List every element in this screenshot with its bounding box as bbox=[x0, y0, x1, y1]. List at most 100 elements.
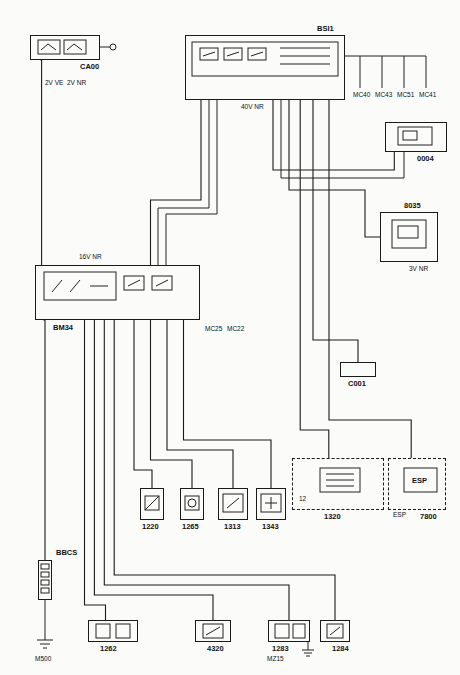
wire-label: MC40 bbox=[352, 92, 371, 99]
component-box: CA00 bbox=[30, 35, 100, 60]
wiring-stroke bbox=[37, 600, 53, 648]
wiring-stroke bbox=[265, 497, 277, 509]
wire bbox=[167, 320, 233, 488]
component-box: 1283 bbox=[268, 620, 310, 642]
wire bbox=[300, 100, 329, 458]
component-code: 1220 bbox=[141, 523, 160, 531]
wire bbox=[85, 320, 106, 620]
component-code: BBCS bbox=[55, 549, 78, 557]
wiring-stroke bbox=[227, 498, 239, 508]
component-box: 4320 bbox=[195, 620, 231, 642]
wiring-stroke bbox=[398, 127, 432, 145]
component-code: 4320 bbox=[206, 645, 225, 653]
wiring-stroke bbox=[41, 580, 49, 585]
wiring-stroke bbox=[96, 624, 110, 638]
component-code: BSI1 bbox=[316, 25, 335, 33]
wiring-stroke bbox=[275, 624, 289, 638]
wiring-stroke bbox=[392, 220, 426, 248]
wire-label: 16V NR bbox=[78, 254, 103, 261]
wiring-stroke bbox=[345, 56, 426, 88]
component-code: 1283 bbox=[271, 645, 290, 653]
wiring-stroke bbox=[404, 468, 437, 492]
component-code: 1313 bbox=[223, 523, 242, 531]
component-symbol bbox=[37, 40, 437, 656]
component-box: 0004 bbox=[385, 122, 447, 152]
component-code: ESP bbox=[411, 477, 428, 485]
component-box: 1284 bbox=[320, 620, 350, 642]
component-box: BM34 bbox=[35, 265, 200, 320]
wiring-stroke bbox=[293, 624, 305, 638]
wire-label: MC22 bbox=[226, 326, 245, 333]
wire bbox=[289, 100, 380, 237]
wiring-stroke bbox=[41, 564, 49, 569]
wiring-stroke bbox=[302, 642, 314, 656]
wiring-stroke bbox=[203, 624, 223, 638]
component-code: BM34 bbox=[52, 324, 74, 332]
component-box: 8035 bbox=[380, 212, 438, 262]
wiring-stroke bbox=[41, 588, 49, 593]
component-code: 7800 bbox=[419, 513, 438, 521]
component-box: 1265 bbox=[180, 488, 204, 520]
wire-label: MC43 bbox=[374, 92, 393, 99]
wire-label: MZ15 bbox=[266, 656, 285, 663]
wiring-stroke bbox=[100, 47, 110, 48]
component-box: C001 bbox=[340, 362, 376, 377]
component-box: 1343 bbox=[256, 488, 286, 520]
wiring-stroke bbox=[261, 494, 281, 512]
wiring-stroke bbox=[206, 627, 220, 635]
wiring-stroke bbox=[185, 496, 199, 510]
wire-label: 3V NR bbox=[408, 266, 429, 273]
wire bbox=[114, 320, 335, 620]
wire bbox=[151, 100, 202, 265]
wiring-stroke bbox=[403, 131, 417, 140]
component-box: 1262 bbox=[88, 620, 138, 642]
wiring-stroke bbox=[128, 280, 168, 286]
component-code: 0004 bbox=[416, 155, 435, 163]
wire bbox=[151, 320, 193, 488]
wiring-stroke bbox=[110, 44, 116, 50]
component-box: 1313 bbox=[218, 488, 248, 520]
wiring-stroke bbox=[326, 474, 354, 486]
wire-label: 2V NR bbox=[66, 80, 87, 87]
wiring-stroke bbox=[330, 627, 340, 635]
component-code: 1262 bbox=[99, 645, 118, 653]
component-code: 1343 bbox=[261, 523, 280, 531]
wiring-stroke bbox=[188, 499, 196, 507]
wire bbox=[134, 320, 152, 488]
wiring-stroke bbox=[145, 496, 159, 510]
wiring-stroke bbox=[327, 624, 343, 638]
wiring-stroke bbox=[116, 624, 130, 638]
wiring-stroke bbox=[38, 40, 60, 54]
wiring-stroke bbox=[398, 226, 418, 238]
wiring-stroke bbox=[145, 496, 159, 510]
wiring-stroke bbox=[203, 52, 263, 56]
wire bbox=[184, 320, 272, 488]
wiring-stroke bbox=[52, 280, 108, 292]
wire-label: MC41 bbox=[418, 92, 437, 99]
component-code: C001 bbox=[347, 380, 367, 388]
component-code: 1284 bbox=[331, 645, 350, 653]
wire-label: MC51 bbox=[396, 92, 415, 99]
wire bbox=[313, 100, 358, 362]
wire-label: MC25 bbox=[204, 326, 223, 333]
component-box: 7800ESP bbox=[388, 458, 446, 510]
wire-label: 40V NR bbox=[240, 104, 265, 111]
wiring-stroke bbox=[192, 42, 338, 76]
component-code: 1265 bbox=[181, 523, 200, 531]
wiring-stroke bbox=[166, 100, 217, 265]
wiring-stroke bbox=[41, 572, 49, 577]
wiring-stroke bbox=[223, 494, 243, 512]
wiring-stroke bbox=[41, 44, 82, 50]
wiring-stroke bbox=[64, 40, 86, 54]
component-box: 1220 bbox=[140, 488, 164, 520]
wiring-stroke bbox=[320, 468, 360, 492]
component-box: BBCS bbox=[38, 560, 52, 600]
wiring-stroke bbox=[44, 272, 116, 300]
wire bbox=[273, 100, 394, 170]
wire bbox=[43, 320, 45, 560]
component-code: CA00 bbox=[79, 63, 100, 71]
wiring-stroke bbox=[280, 48, 330, 64]
wire bbox=[41, 60, 42, 265]
